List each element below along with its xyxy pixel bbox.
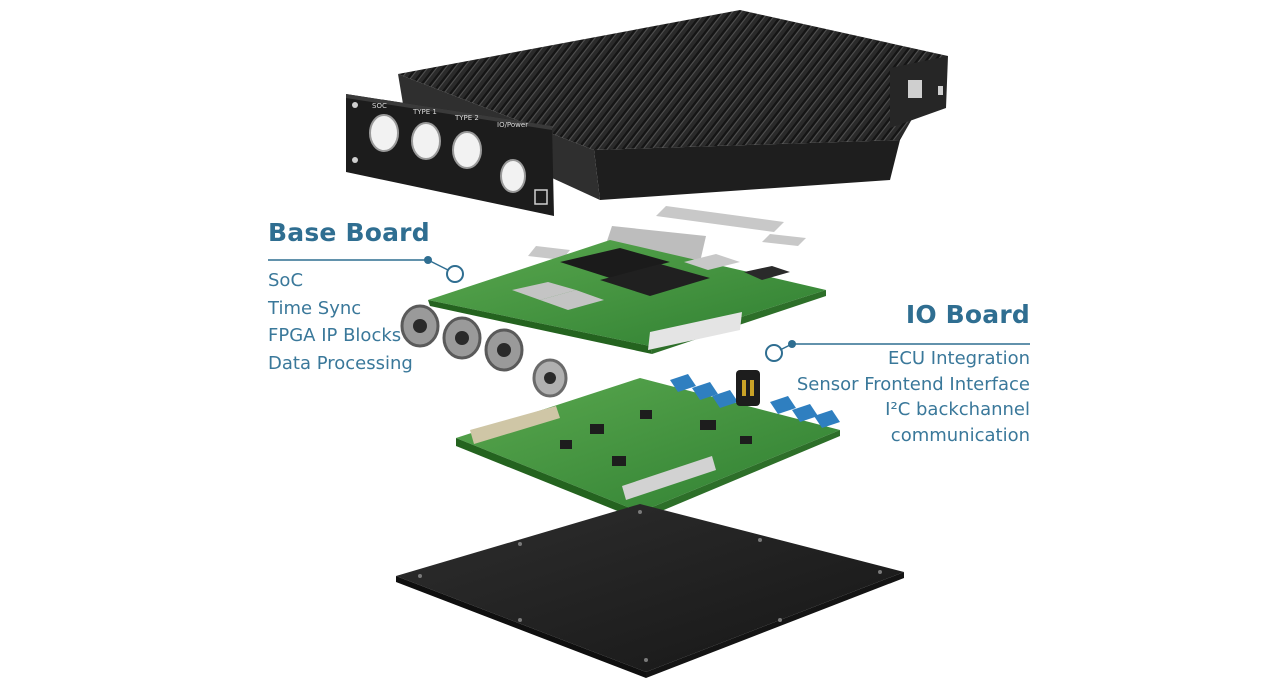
panel-port-hole [369, 114, 399, 152]
base-board-item: Data Processing [268, 352, 413, 374]
port-label-soc: SOC [372, 102, 387, 110]
base-board-item: FPGA IP Blocks [268, 325, 402, 346]
blue-connector [692, 382, 718, 400]
port-label-io-power: IO/Power [497, 121, 528, 129]
base-board [400, 240, 826, 398]
blue-connector [770, 396, 796, 414]
io-board-label: IO Board ECU Integration Sensor Frontend… [797, 300, 1030, 448]
m12-connector [532, 358, 568, 398]
io-board-title: IO Board [905, 300, 1030, 329]
front-panel: SOC TYPE 1 TYPE 2 IO/Power [346, 94, 554, 216]
m12-connector [400, 304, 440, 348]
housing [398, 10, 948, 200]
m12-connector [484, 328, 524, 372]
blue-connector [712, 390, 738, 408]
io-board [456, 370, 840, 520]
callout-io-board [765, 340, 1030, 362]
io-board-item: communication [890, 424, 1030, 446]
m12-connector [442, 316, 482, 360]
port-label-type1: TYPE 1 [412, 108, 437, 116]
blue-connector [814, 410, 840, 428]
io-board-item: Sensor Frontend Interface [796, 373, 1030, 395]
port-label-type2: TYPE 2 [454, 114, 479, 122]
io-board-item: I²C backchannel [885, 399, 1030, 420]
base-board-label: Base Board SoC Time Sync FPGA IP Blocks … [268, 218, 430, 377]
panel-port-hole [500, 159, 526, 193]
blue-connector [792, 404, 818, 422]
heatsink-fins [398, 10, 948, 150]
panel-port-hole [411, 122, 441, 160]
housing-front-face [594, 140, 900, 200]
power-connector [736, 370, 760, 406]
blue-connector [670, 374, 696, 392]
io-board-item: ECU Integration [887, 348, 1030, 369]
callout-base-board [268, 256, 464, 283]
base-board-title: Base Board [268, 218, 430, 247]
base-board-item: Time Sync [268, 297, 362, 319]
panel-port-hole [452, 131, 482, 169]
bottom-plate [396, 504, 904, 678]
base-board-item: SoC [268, 270, 304, 291]
